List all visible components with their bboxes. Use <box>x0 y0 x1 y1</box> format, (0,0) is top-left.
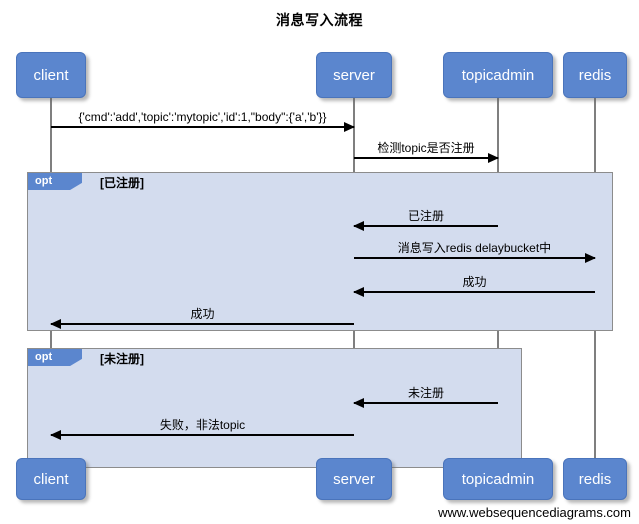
fragment-tab-label: opt <box>28 349 82 366</box>
arrowhead-left-icon <box>353 287 364 297</box>
message-write-redis-delaybucket: 消息写入redis delaybucket中 <box>354 241 596 263</box>
message-label: 失败，非法topic <box>159 418 246 432</box>
arrowhead-left-icon <box>50 430 61 440</box>
fragment-tab-label: opt <box>28 173 82 190</box>
page-title: 消息写入流程 <box>276 12 363 28</box>
message-line <box>51 126 354 128</box>
message-add-request: {'cmd':'add','topic':'mytopic','id':1,"b… <box>51 110 355 132</box>
message-redis-success: 成功 <box>353 275 595 297</box>
message-line <box>354 225 498 227</box>
arrowhead-right-icon <box>488 153 499 163</box>
message-server-success: 成功 <box>50 307 354 329</box>
actor-label: redis <box>578 66 612 84</box>
message-check-topic: 检测topic是否注册 <box>354 141 499 163</box>
message-line <box>354 257 595 259</box>
message-line <box>354 402 498 404</box>
actor-server-top[interactable]: server <box>316 52 392 98</box>
message-label: 未注册 <box>407 386 444 400</box>
message-label: 成功 <box>462 275 487 289</box>
actor-server-bottom[interactable]: server <box>316 458 392 500</box>
message-label: {'cmd':'add','topic':'mytopic','id':1,"b… <box>78 110 327 124</box>
actor-label: topicadmin <box>461 470 535 488</box>
actor-client-top[interactable]: client <box>16 52 86 98</box>
actor-label: server <box>333 470 375 488</box>
message-line <box>354 291 595 293</box>
actor-topicadmin-top[interactable]: topicadmin <box>443 52 553 98</box>
fragment-guard-label: [未注册] <box>100 352 144 366</box>
actor-redis-bottom[interactable]: redis <box>563 458 627 500</box>
message-label: 检测topic是否注册 <box>377 141 475 155</box>
message-line <box>51 323 354 325</box>
message-failure-invalid-topic: 失败，非法topic <box>50 418 354 440</box>
arrowhead-left-icon <box>353 398 364 408</box>
message-line <box>51 434 354 436</box>
actor-label: topicadmin <box>461 66 535 84</box>
actor-label: client <box>33 470 69 488</box>
watermark-link[interactable]: www.websequencediagrams.com <box>438 505 631 520</box>
actor-topicadmin-bottom[interactable]: topicadmin <box>443 458 553 500</box>
arrowhead-left-icon <box>353 221 364 231</box>
fragment-opt-registered: opt [已注册] <box>27 172 613 331</box>
message-unregistered-reply: 未注册 <box>353 386 498 408</box>
message-label: 已注册 <box>407 209 444 223</box>
actor-client-bottom[interactable]: client <box>16 458 86 500</box>
arrowhead-right-icon <box>344 122 355 132</box>
message-label: 消息写入redis delaybucket中 <box>397 241 552 255</box>
fragment-opt-unregistered: opt [未注册] <box>27 348 522 468</box>
message-line <box>354 157 498 159</box>
fragment-guard-label: [已注册] <box>100 176 144 190</box>
arrowhead-left-icon <box>50 319 61 329</box>
message-registered-reply: 已注册 <box>353 209 498 231</box>
actor-redis-top[interactable]: redis <box>563 52 627 98</box>
actor-label: server <box>333 66 375 84</box>
message-label: 成功 <box>190 307 215 321</box>
arrowhead-right-icon <box>585 253 596 263</box>
actor-label: client <box>33 66 69 84</box>
actor-label: redis <box>578 470 612 488</box>
